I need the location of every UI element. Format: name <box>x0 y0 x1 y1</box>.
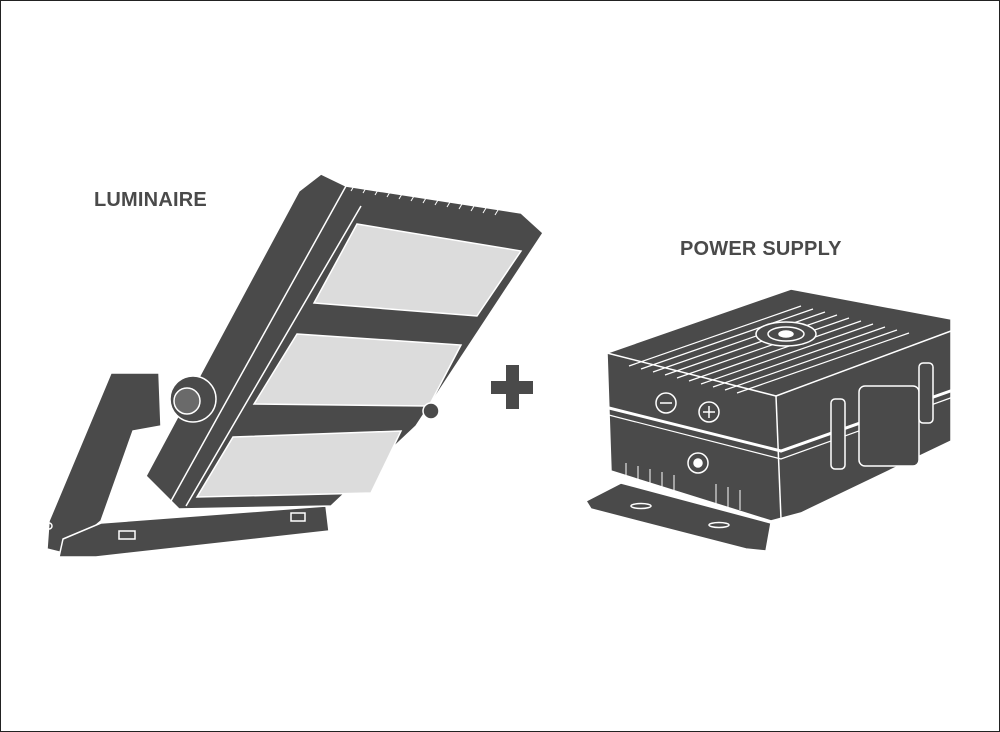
latch-left <box>830 398 846 470</box>
mounting-arm <box>46 372 162 554</box>
power-supply-illustration <box>584 288 957 552</box>
luminaire-label: LUMINAIRE <box>94 189 207 211</box>
heatsink-fins <box>628 305 910 394</box>
plus-icon <box>491 365 533 409</box>
luminaire-illustration <box>45 173 544 558</box>
power-supply-label: POWER SUPPLY <box>680 238 842 260</box>
latch-right <box>918 362 934 424</box>
hinge-plate <box>858 385 920 467</box>
mounting-base <box>58 505 330 558</box>
led-panel-1 <box>312 223 523 317</box>
mounting-bracket <box>584 482 772 552</box>
led-panel-3 <box>195 430 403 498</box>
heatsink-fins <box>350 180 502 216</box>
